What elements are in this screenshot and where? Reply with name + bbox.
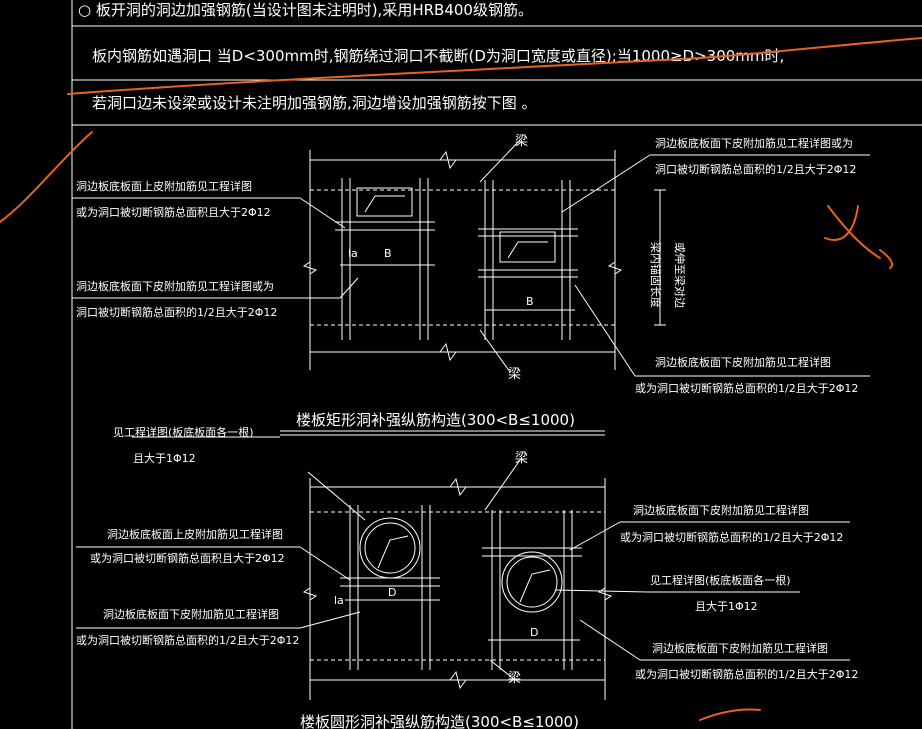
frame — [71, 0, 922, 729]
round-left-bottom-2: 或为洞口被切断钢筋总面积的1/2且大于2Φ12 — [76, 633, 299, 647]
round-left-top-1: 洞边板底板面上皮附加筋见工程详图 — [107, 527, 283, 541]
rect-right-top-2: 洞口被切断钢筋总面积的1/2且大于2Φ12 — [655, 162, 856, 176]
round-right-mid-1: 见工程详图(板底板面各一根) — [650, 573, 791, 587]
rect-title: 楼板矩形洞补强纵筋构造(300<B≤1000) — [296, 411, 575, 429]
rect-detail — [72, 139, 870, 436]
round-left-bottom-1: 洞边板底板面下皮附加筋见工程详图 — [103, 607, 279, 621]
rect-right-bottom-1: 洞边板底板面下皮附加筋见工程详图 — [655, 355, 831, 369]
rect-dim-la: la — [348, 247, 358, 260]
round-right-top-2: 或为洞口被切断钢筋总面积的1/2且大于2Φ12 — [620, 530, 843, 544]
round-beam-bottom-label: 梁 — [508, 671, 521, 686]
rect-left-top-1: 洞边板底板面上皮附加筋见工程详图 — [76, 179, 252, 193]
round-left-top-2: 或为洞口被切断钢筋总面积且大于2Φ12 — [90, 551, 285, 565]
annotation-left-stroke — [0, 131, 93, 223]
rect-left-top-2: 或为洞口被切断钢筋总面积且大于2Φ12 — [76, 205, 271, 219]
rect-dim-b2: B — [526, 295, 534, 308]
rect-left-bottom-1: 洞边板底板面下皮附加筋见工程详图或为 — [76, 279, 274, 293]
round-dim-d1: D — [388, 586, 396, 599]
note-line-2: 板内钢筋如遇洞口 当D<300mm时,钢筋绕过洞口不截断(D为洞口宽度或直径);… — [92, 47, 784, 65]
note-line-1: ○ 板开洞的洞边加强钢筋(当设计图未注明时),采用HRB400级钢筋。 — [78, 1, 533, 19]
round-detail — [76, 436, 850, 700]
round-right-bottom-2: 或为洞口被切断钢筋总面积的1/2且大于2Φ12 — [635, 667, 858, 681]
round-top-left-1: 见工程详图(板底板面各一根) — [113, 425, 254, 439]
round-right-bottom-1: 洞边板底板面下皮附加筋见工程详图 — [652, 641, 828, 655]
annotation-underline-stroke — [67, 37, 922, 95]
round-dim-la: la — [334, 594, 344, 607]
rect-vertical-2: 或伸至梁对边 — [673, 242, 687, 308]
round-right-top-1: 洞边板底板面下皮附加筋见工程详图 — [633, 503, 809, 517]
round-dim-d2: D — [530, 626, 538, 639]
rect-vertical-1: 梁内锚固长度 — [649, 242, 663, 308]
round-beam-label: 梁 — [515, 451, 528, 466]
round-top-left-2: 且大于1Φ12 — [133, 451, 196, 465]
annotation-check-mark — [824, 205, 894, 269]
round-title: 楼板圆形洞补强纵筋构造(300<B≤1000) — [300, 713, 579, 729]
rect-right-bottom-2: 或为洞口被切断钢筋总面积的1/2且大于2Φ12 — [635, 381, 858, 395]
rect-beam-top-label: 梁 — [515, 134, 528, 149]
annotation-bottom-stroke — [699, 708, 761, 721]
rect-left-bottom-2: 洞口被切断钢筋总面积的1/2且大于2Φ12 — [76, 305, 277, 319]
round-right-mid-2: 且大于1Φ12 — [695, 599, 758, 613]
hand-annotations — [0, 37, 922, 721]
note-line-3: 若洞口边未设梁或设计未注明加强钢筋,洞边增设加强钢筋按下图 。 — [92, 94, 537, 112]
rect-dim-b1: B — [384, 247, 392, 260]
rect-right-top-1: 洞边板底板面下皮附加筋见工程详图或为 — [655, 136, 853, 150]
rect-beam-bottom-label: 梁 — [508, 367, 521, 382]
